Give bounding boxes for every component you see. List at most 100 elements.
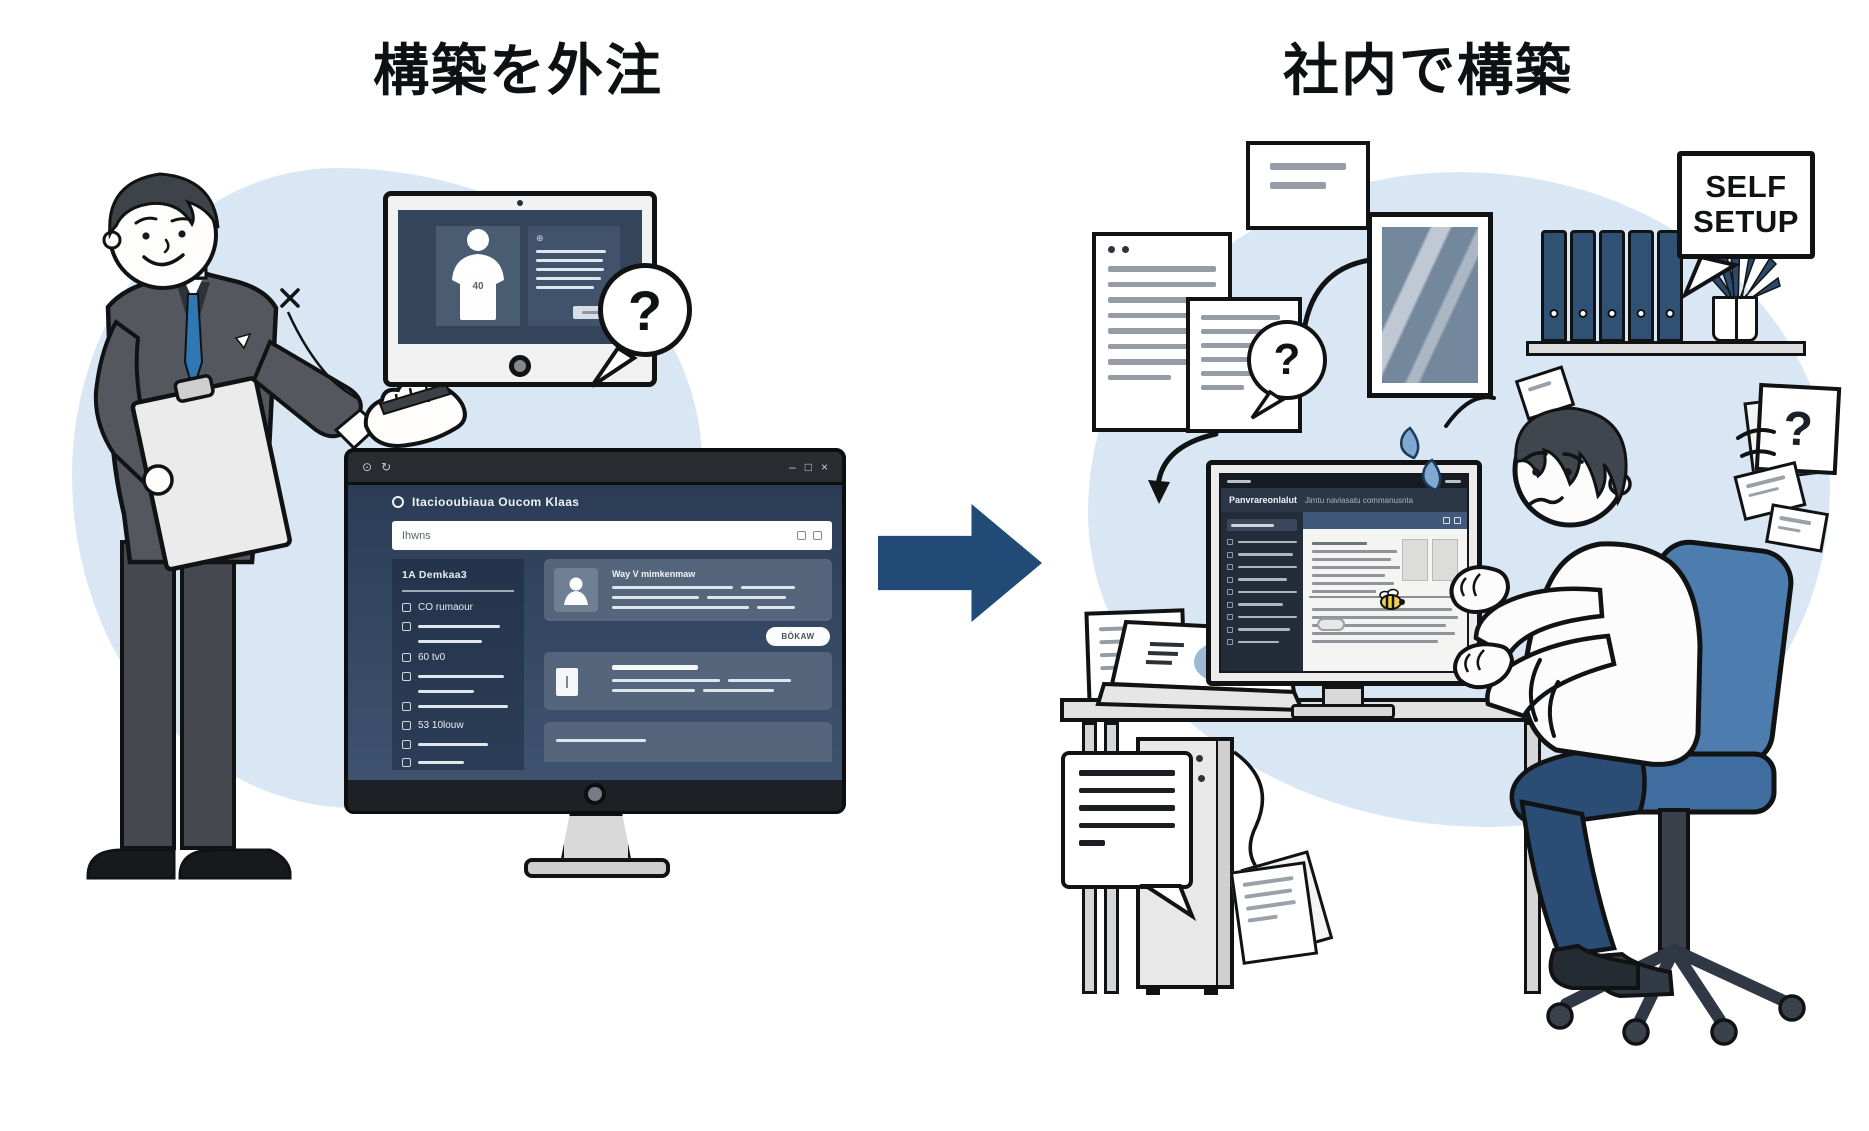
camera-dot	[517, 200, 523, 206]
speech-bubble-notes	[1061, 751, 1193, 889]
app-header: Itaciooubiaua Oucom Klaas	[392, 495, 579, 509]
dashboard-screen: Itaciooubiaua Oucom Klaas Ihwns 1A Demka…	[348, 482, 842, 780]
curved-arrow-left	[1148, 431, 1219, 504]
self-setup-line2: SETUP	[1693, 204, 1799, 239]
plant-pot	[1712, 296, 1758, 342]
self-setup-line1: SELF	[1705, 169, 1787, 205]
page-thumbnails	[1402, 539, 1458, 581]
maximize-icon: □	[804, 460, 812, 474]
tower-foot	[1204, 987, 1218, 995]
dashboard-content: Way V mimkenmaw BÖKAW	[544, 559, 832, 770]
framed-photo	[1382, 227, 1478, 383]
window-icon-2: ↻	[381, 460, 392, 474]
power-button	[584, 783, 606, 805]
businessman-shoe	[86, 848, 176, 880]
businessman-pants	[120, 540, 176, 850]
document-sheet-large	[1092, 232, 1232, 432]
sidebar-item	[402, 740, 514, 749]
self-setup-bubble: SELF SETUP	[1677, 151, 1815, 259]
pocket-square	[234, 332, 252, 350]
search-option-icon	[797, 531, 806, 540]
browser-topbar	[1221, 475, 1467, 488]
document-page	[1303, 529, 1467, 671]
sidebar-item	[402, 702, 514, 711]
chair-casters	[1546, 994, 1806, 1046]
workstation-monitor-base	[1291, 704, 1395, 719]
pen	[378, 382, 452, 416]
stressed-worker-illustration	[1400, 406, 1806, 1046]
binder	[1570, 230, 1596, 342]
sidebar-item: 53 10louw	[402, 720, 514, 731]
sidebar-header: 1A Demkaa3	[402, 569, 468, 581]
self-setup-tail	[1680, 254, 1741, 300]
picture-frame	[1367, 212, 1493, 398]
tower-foot	[1146, 987, 1160, 995]
sidebar-item: CO rumaour	[402, 602, 514, 613]
businessman-illustration	[86, 172, 467, 880]
bee-sticker	[1379, 588, 1405, 610]
close-icon: ×	[820, 460, 828, 474]
note-card	[1246, 141, 1370, 230]
sidebar-item	[402, 622, 514, 631]
workstation-monitor: Panvrareonlalut Jimtu naviasatu commanus…	[1206, 460, 1482, 686]
avatar	[554, 568, 598, 612]
sidebar-item: 60 tv0	[402, 652, 514, 663]
dashboard-monitor: ⊙ ↻ – □ × Itaciooubiaua Oucom Klaas Ihwn…	[344, 448, 846, 814]
sidebar-item	[402, 758, 514, 767]
card-title: Way V mimkenmaw	[612, 569, 696, 579]
chair-stem	[1658, 808, 1690, 952]
paper-stack	[1229, 861, 1319, 965]
question-bubble-left: ?	[598, 263, 692, 357]
app-sidebar	[1221, 512, 1303, 671]
speech-bubble-notes-tail	[1139, 884, 1197, 922]
monitor-stand-neck	[560, 812, 632, 864]
partial-card	[544, 722, 832, 762]
motion-arcs	[1528, 428, 1776, 738]
workstation-screen: Panvrareonlalut Jimtu naviasatu commanus…	[1219, 473, 1469, 673]
right-scene-title: 社内で構築	[1283, 39, 1573, 102]
app-logo-icon	[392, 496, 404, 508]
binder	[1628, 230, 1654, 342]
question-bubble-mid: ?	[1247, 320, 1327, 400]
question-bubble-mid-tail	[1250, 389, 1286, 420]
transition-arrow	[878, 504, 1042, 622]
search-icon	[813, 531, 822, 540]
mock-action-button: BÖKAW	[766, 627, 830, 646]
worker-frown	[1528, 496, 1564, 506]
sidebar-item	[402, 690, 514, 693]
x-mark	[280, 288, 300, 308]
document-icon	[556, 668, 578, 696]
dashboard-sidebar: 1A Demkaa3 CO rumaour 60 tv0 53 10louw	[392, 559, 524, 770]
presenting-hand	[363, 377, 467, 449]
search-text: Ihwns	[402, 529, 431, 542]
left-scene-title: 構築を外注	[373, 39, 663, 102]
wall-shelf	[1526, 341, 1806, 356]
search-bar: Ihwns	[392, 521, 832, 550]
businessman-smile	[142, 253, 185, 267]
binder	[1599, 230, 1625, 342]
minimize-icon: –	[789, 460, 796, 474]
window-titlebar: ⊙ ↻ – □ ×	[348, 452, 842, 482]
person-icon	[452, 229, 504, 284]
app-header: Panvrareonlalut Jimtu naviasatu commanus…	[1221, 488, 1467, 512]
question-bubble-left-tail	[590, 345, 638, 388]
binder-row	[1541, 230, 1683, 342]
panel-icon: ⊕	[536, 233, 544, 243]
cable	[1232, 750, 1265, 876]
user-card: Way V mimkenmaw	[544, 559, 832, 621]
document-toolbar	[1303, 512, 1467, 529]
sidebar-item	[402, 640, 514, 643]
worker-shin	[1519, 799, 1617, 959]
profile-badge: 40	[460, 278, 496, 320]
detail-card	[544, 652, 832, 710]
sidebar-item	[402, 672, 514, 681]
profile-panel: 40	[436, 226, 520, 326]
binder	[1541, 230, 1567, 342]
detail-panel: ⊕	[528, 226, 620, 326]
power-button	[509, 355, 531, 377]
presentation-monitor: 40 ⊕	[383, 191, 657, 387]
monitor-chin	[348, 780, 842, 811]
window-icon-1: ⊙	[362, 460, 373, 474]
sweat-drops	[1400, 426, 1442, 492]
